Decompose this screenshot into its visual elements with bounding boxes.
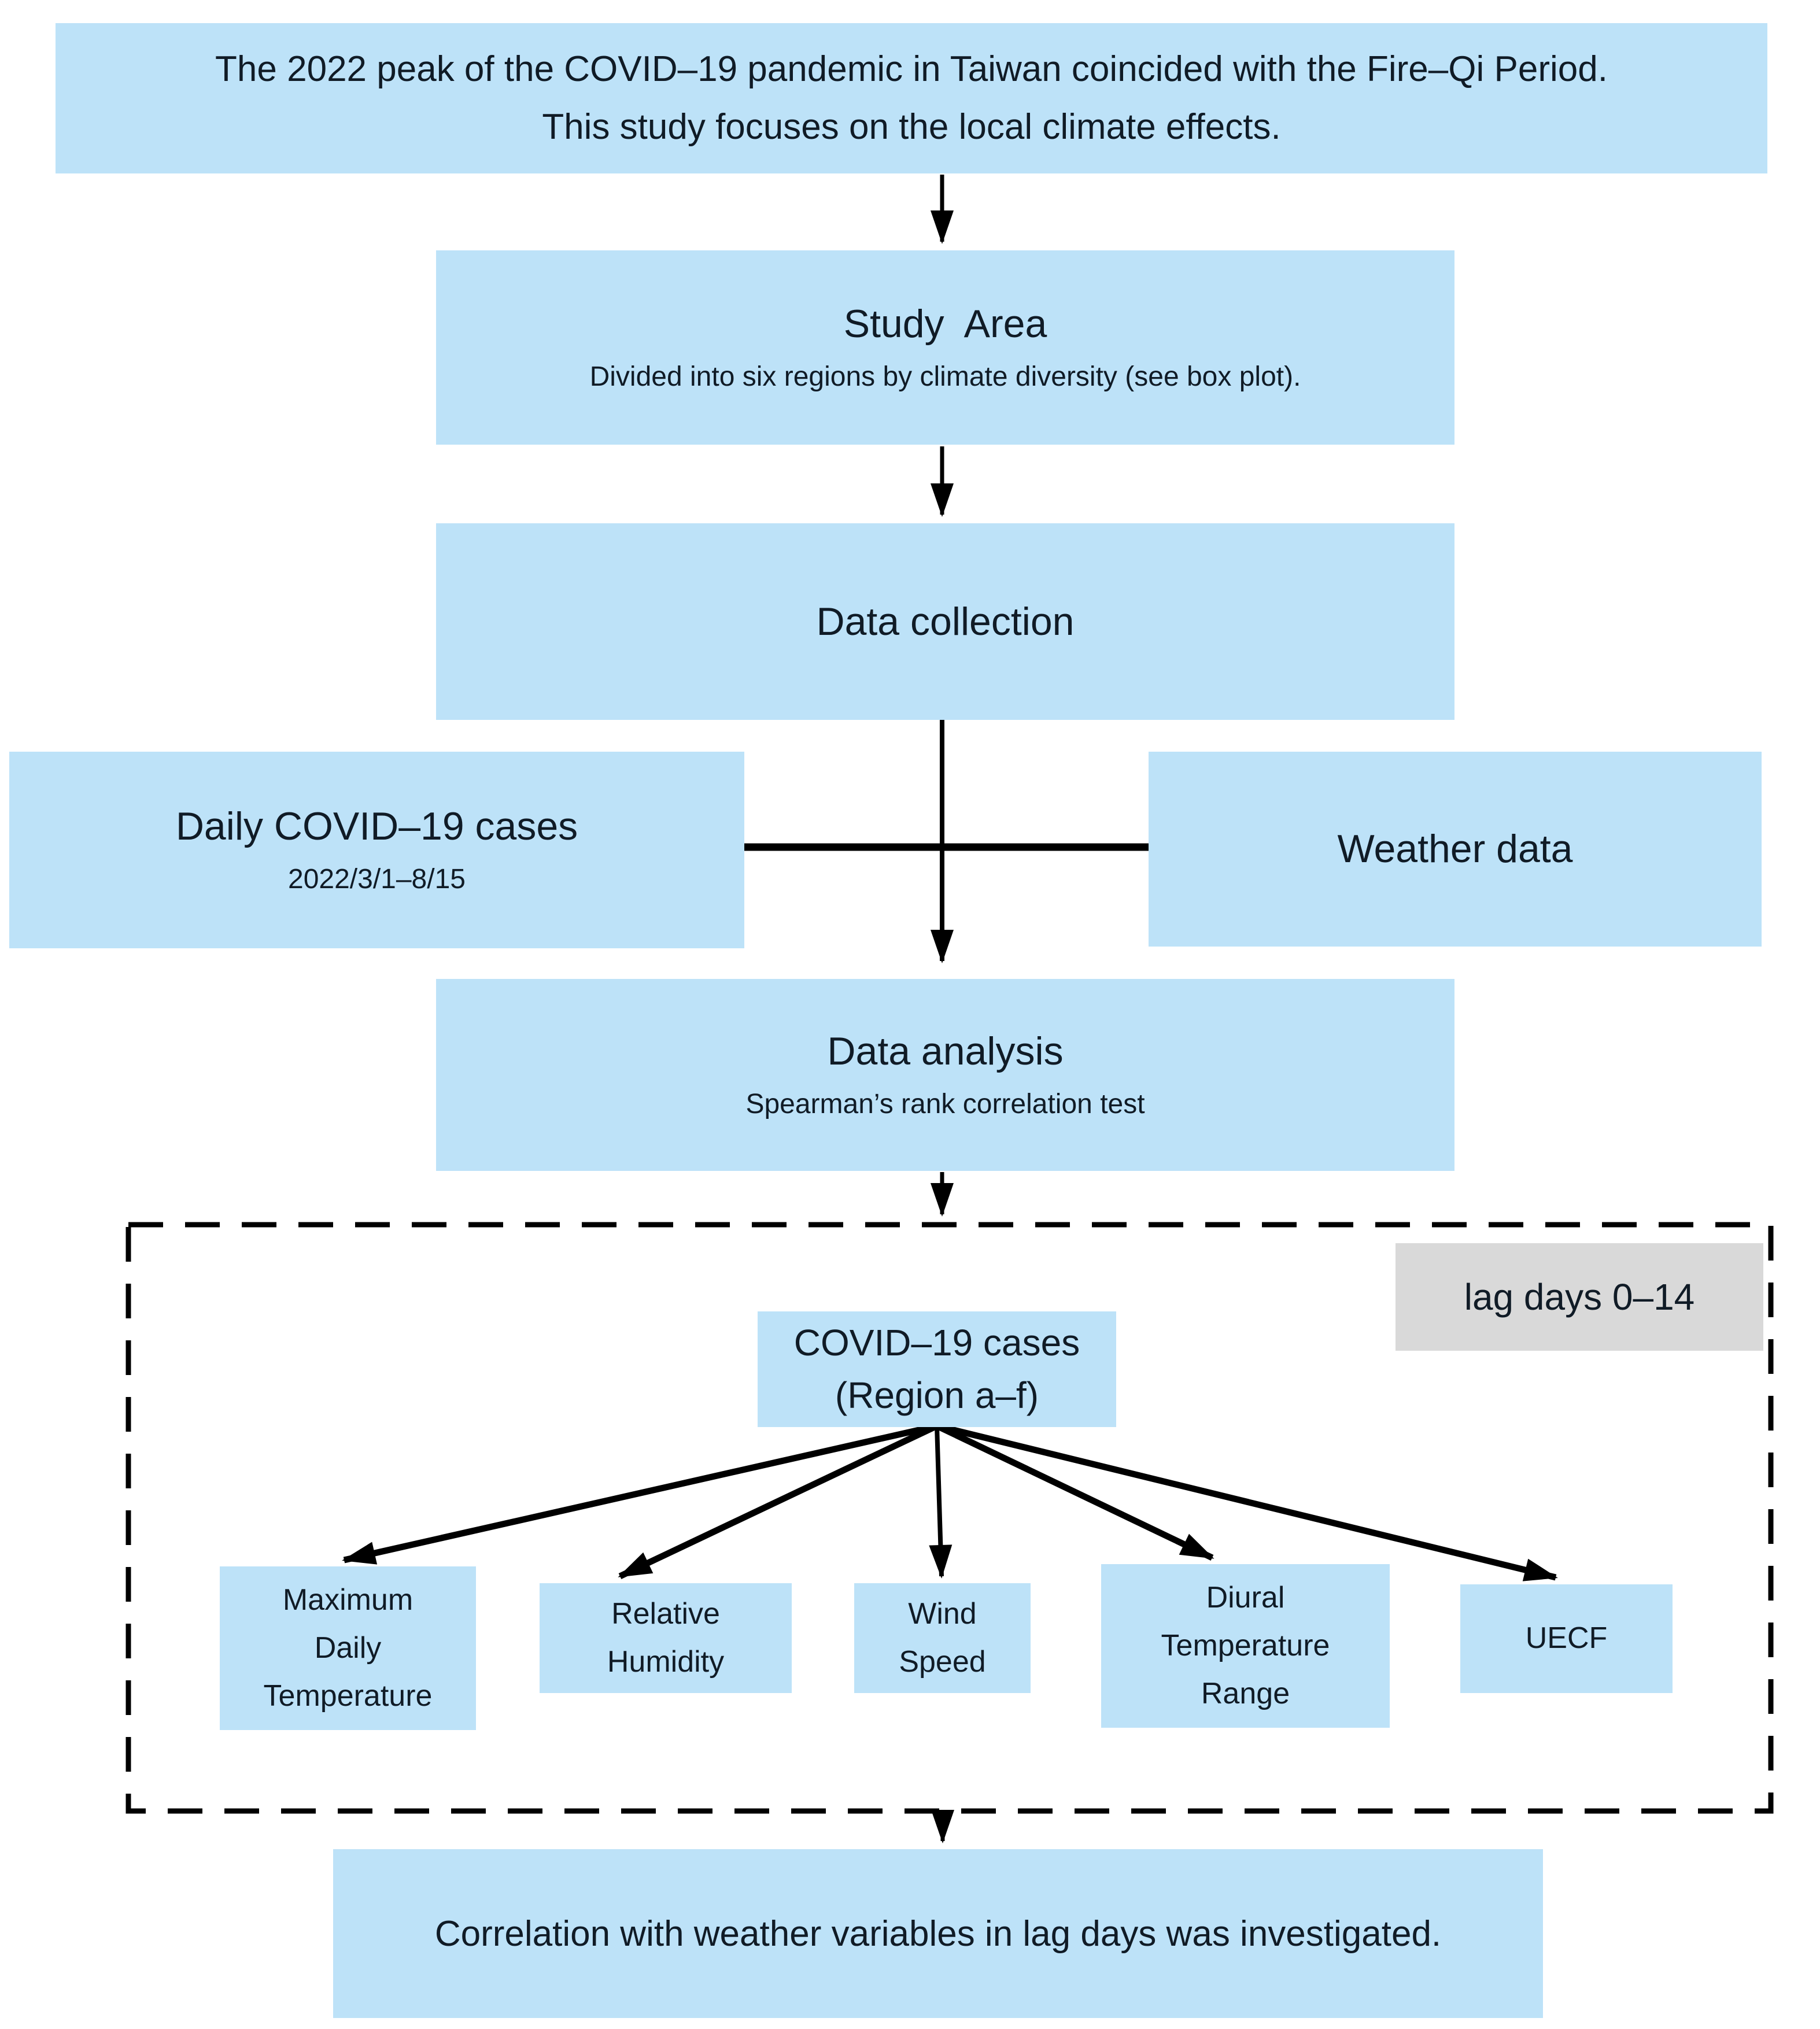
variable-box-wind-speed: Wind Speed bbox=[854, 1583, 1031, 1693]
variable-label-line: Maximum bbox=[282, 1583, 414, 1617]
variable-label-line: Temperature bbox=[263, 1679, 433, 1713]
covid-cases-node-line-2: (Region a–f) bbox=[835, 1374, 1039, 1416]
variable-label-line: Humidity bbox=[607, 1645, 725, 1679]
arrow-cases-to-relative-humidity bbox=[618, 1423, 939, 1579]
study-area-subtitle: Divided into six regions by climate dive… bbox=[589, 361, 1301, 393]
variable-label-line: Diural bbox=[1206, 1580, 1285, 1614]
conclusion-box: Correlation with weather variables in la… bbox=[333, 1849, 1543, 2018]
variable-label-line: UECF bbox=[1525, 1621, 1608, 1655]
intro-line-2: This study focuses on the local climate … bbox=[542, 107, 1281, 147]
data-analysis-box: Data analysis Spearman’s rank correlatio… bbox=[436, 979, 1454, 1171]
variable-label-line: Daily bbox=[314, 1631, 382, 1665]
arrow-cases-to-wind-speed bbox=[929, 1425, 953, 1579]
data-analysis-title: Data analysis bbox=[827, 1029, 1064, 1074]
study-area-box: Study Area Divided into six regions by c… bbox=[436, 250, 1454, 445]
weather-data-title: Weather data bbox=[1337, 827, 1573, 871]
intro-line-1: The 2022 peak of the COVID–19 pandemic i… bbox=[215, 49, 1608, 89]
lag-days-badge: lag days 0–14 bbox=[1396, 1243, 1763, 1351]
arrow-cases-to-diurnal-temperature-range bbox=[935, 1423, 1214, 1561]
variable-label-line: Temperature bbox=[1161, 1628, 1330, 1662]
variable-label-line: Wind bbox=[908, 1596, 977, 1631]
arrow-cases-to-maximum-daily-temperature bbox=[342, 1422, 938, 1565]
conclusion-text: Correlation with weather variables in la… bbox=[434, 1913, 1442, 1954]
covid-cases-node-box: COVID–19 cases (Region a–f) bbox=[758, 1311, 1116, 1427]
variable-label-line: Relative bbox=[611, 1596, 720, 1631]
variable-label-line: Range bbox=[1201, 1677, 1290, 1711]
variable-box-diurnal-temperature-range: Diural Temperature Range bbox=[1101, 1564, 1390, 1728]
weather-data-box: Weather data bbox=[1149, 752, 1762, 947]
daily-covid-cases-daterange: 2022/3/1–8/15 bbox=[288, 864, 466, 895]
lag-days-label: lag days 0–14 bbox=[1464, 1276, 1695, 1318]
intro-box: The 2022 peak of the COVID–19 pandemic i… bbox=[56, 23, 1767, 173]
data-collection-box: Data collection bbox=[436, 523, 1454, 720]
covid-cases-node-line-1: COVID–19 cases bbox=[793, 1322, 1080, 1364]
variable-label-line: Speed bbox=[899, 1645, 986, 1679]
study-area-title: Study Area bbox=[843, 302, 1047, 346]
variable-box-maximum-daily-temperature: Maximum Daily Temperature bbox=[220, 1566, 476, 1730]
daily-covid-cases-title: Daily COVID–19 cases bbox=[175, 804, 578, 849]
variable-box-uecf: UECF bbox=[1460, 1584, 1673, 1693]
arrow-cases-to-uecf bbox=[936, 1422, 1558, 1581]
lag-panel-dashed-border bbox=[125, 1222, 1774, 1814]
data-analysis-subtitle: Spearman’s rank correlation test bbox=[745, 1089, 1145, 1120]
variable-box-relative-humidity: Relative Humidity bbox=[540, 1583, 792, 1693]
daily-covid-cases-box: Daily COVID–19 cases 2022/3/1–8/15 bbox=[9, 752, 744, 948]
data-collection-title: Data collection bbox=[816, 599, 1075, 644]
